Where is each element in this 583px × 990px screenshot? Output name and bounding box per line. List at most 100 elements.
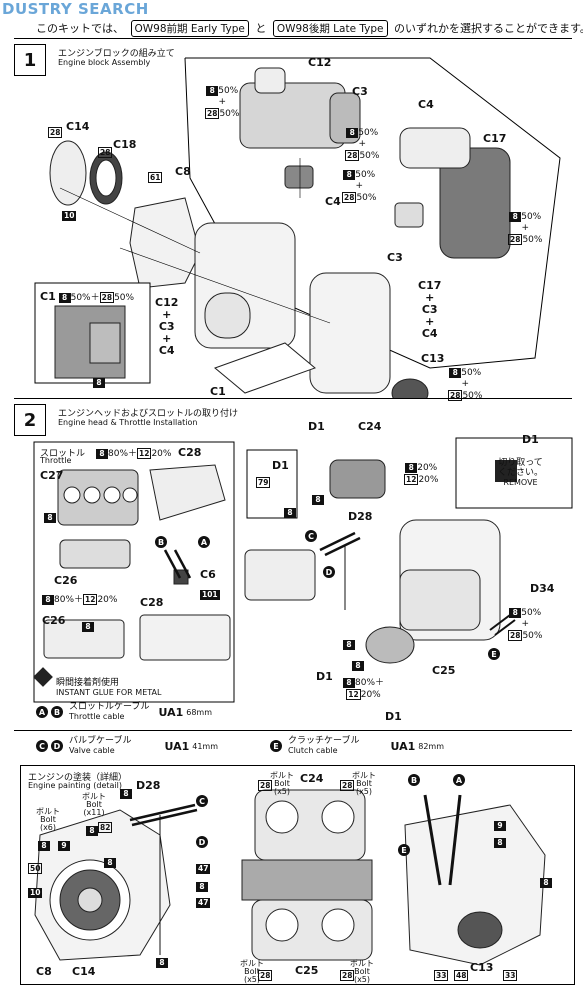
part-c28-view (139, 614, 231, 661)
label-c4-upper: C4 (325, 195, 341, 208)
label-c28: C28 (178, 446, 202, 459)
glue-en: INSTANT GLUE FOR METAL (56, 688, 162, 697)
part-c26-view (43, 619, 125, 659)
label-d1-remove: D1 (522, 433, 539, 446)
paint-8-d1: 8 (284, 500, 296, 519)
detail-marker-d: D (196, 836, 208, 848)
step-2-title-jp: エンジンヘッドおよびスロットルの取り付け (58, 409, 239, 419)
label-c27: C27 (40, 469, 64, 482)
paint-8-c25b: 8 (352, 653, 364, 672)
part-c12 (239, 82, 346, 149)
header-divider (14, 38, 572, 39)
d1-detail-box (246, 449, 298, 519)
detail-title-en: Engine painting (detail) (28, 781, 123, 790)
label-c4-sum2: C4 (421, 327, 438, 340)
marker-c: C (305, 530, 317, 542)
label-c4-right: C4 (418, 98, 434, 111)
detail-title-jp: エンジンの塗装（詳細） (28, 773, 128, 783)
label-c28-view: C28 (140, 596, 164, 609)
label-c17: C17 (483, 132, 507, 145)
marker-a: A (198, 536, 210, 548)
cable-e-marker: E (270, 740, 282, 752)
detail-paint-33-a: 33 (434, 970, 449, 981)
watermark: DUSTRY SEARCH (2, 0, 149, 18)
part-c24 (329, 459, 386, 499)
cable-ab-code: UA1 (158, 705, 184, 719)
early-type-badge: OW98前期 Early Type (130, 20, 249, 37)
label-c3: C3 (352, 85, 368, 98)
detail-paint-10: 10 (28, 888, 43, 898)
detail-label-c13: C13 (470, 961, 494, 974)
glue-note: 瞬間接着剤使用 INSTANT GLUE FOR METAL (56, 675, 161, 697)
step-1-diagram (34, 57, 561, 398)
step-2-divider (14, 398, 572, 399)
detail-marker-b: B (408, 774, 420, 786)
label-c24: C24 (358, 420, 382, 433)
cable-e-spec: E クラッチケーブル Clutch cable UA1 82mm (270, 737, 444, 755)
cable-cd-code: UA1 (164, 739, 190, 753)
marker-d: D (323, 566, 335, 578)
paint-101: 101 (200, 590, 220, 600)
paint-28-c14: 28 (48, 127, 63, 138)
detail-paint-8-right: 8 (494, 830, 506, 849)
detail-label-d28: D28 (136, 779, 161, 792)
detail-paint-8-right2: 8 (540, 870, 552, 889)
part-throttle-main (244, 549, 316, 601)
detail-paint-9-left: 9 (58, 833, 70, 852)
detail-label-c8: C8 (36, 965, 52, 978)
paint-8-c1: 8 (93, 370, 105, 389)
paint-8-c24: 8 (312, 487, 324, 506)
detail-paint-8-mid: 8 (86, 818, 98, 837)
label-c26-view: C26 (42, 614, 66, 627)
label-c6: C6 (200, 568, 216, 581)
step-2-title-en: Engine head & Throttle Installation (58, 418, 198, 427)
step-2-diagram (33, 437, 573, 703)
cable-ab-len: 68mm (186, 707, 212, 717)
part-c4-upper (284, 165, 314, 189)
header-and: と (255, 22, 267, 35)
late-type-badge: OW98後期 Late Type (272, 20, 388, 37)
paint-79: 79 (256, 477, 271, 488)
marker-b: B (155, 536, 167, 548)
detail-paint-82: 82 (98, 822, 113, 833)
label-d28: D28 (348, 510, 373, 523)
detail-label-c14: C14 (72, 965, 96, 978)
detail-paint-50: 50 (28, 863, 43, 874)
paint-10: 10 (62, 211, 77, 221)
header-prefix: このキットでは、 (36, 22, 124, 35)
detail-paint-28-c25b: 28 (340, 970, 355, 981)
cable-ab-en: Throttle cable (69, 712, 125, 721)
remove-note: 切り取って ください。 REMOVE (498, 458, 543, 488)
label-c17-c3-c4: C17+C3+C4 (418, 279, 442, 340)
detail-paint-8-left: 8 (38, 833, 50, 852)
cable-a-marker: A (36, 706, 48, 718)
part-c17 (439, 147, 511, 259)
callout-outline (184, 57, 561, 369)
detail-paint-47-a: 47 (196, 864, 211, 874)
cable-e-jp: クラッチケーブル (288, 736, 360, 746)
label-c17-sum: C17 (418, 279, 442, 292)
part-c13 (391, 378, 429, 398)
detail-paint-33-b: 33 (503, 970, 518, 981)
label-d34: D34 (530, 582, 555, 595)
label-c3-sum: C3 (158, 320, 175, 333)
label-c25: C25 (432, 664, 456, 677)
detail-paint-8-bottom: 8 (156, 950, 168, 969)
remove-jp-1: 切り取って (498, 458, 543, 468)
remove-jp-2: ください。 (498, 468, 544, 478)
cable-ab-jp: スロットルケーブル (69, 702, 150, 712)
label-c1: C1 (210, 385, 226, 398)
part-c25 (365, 626, 415, 664)
detail-paint-9-right: 9 (494, 813, 506, 832)
paint-61: 61 (148, 172, 163, 183)
